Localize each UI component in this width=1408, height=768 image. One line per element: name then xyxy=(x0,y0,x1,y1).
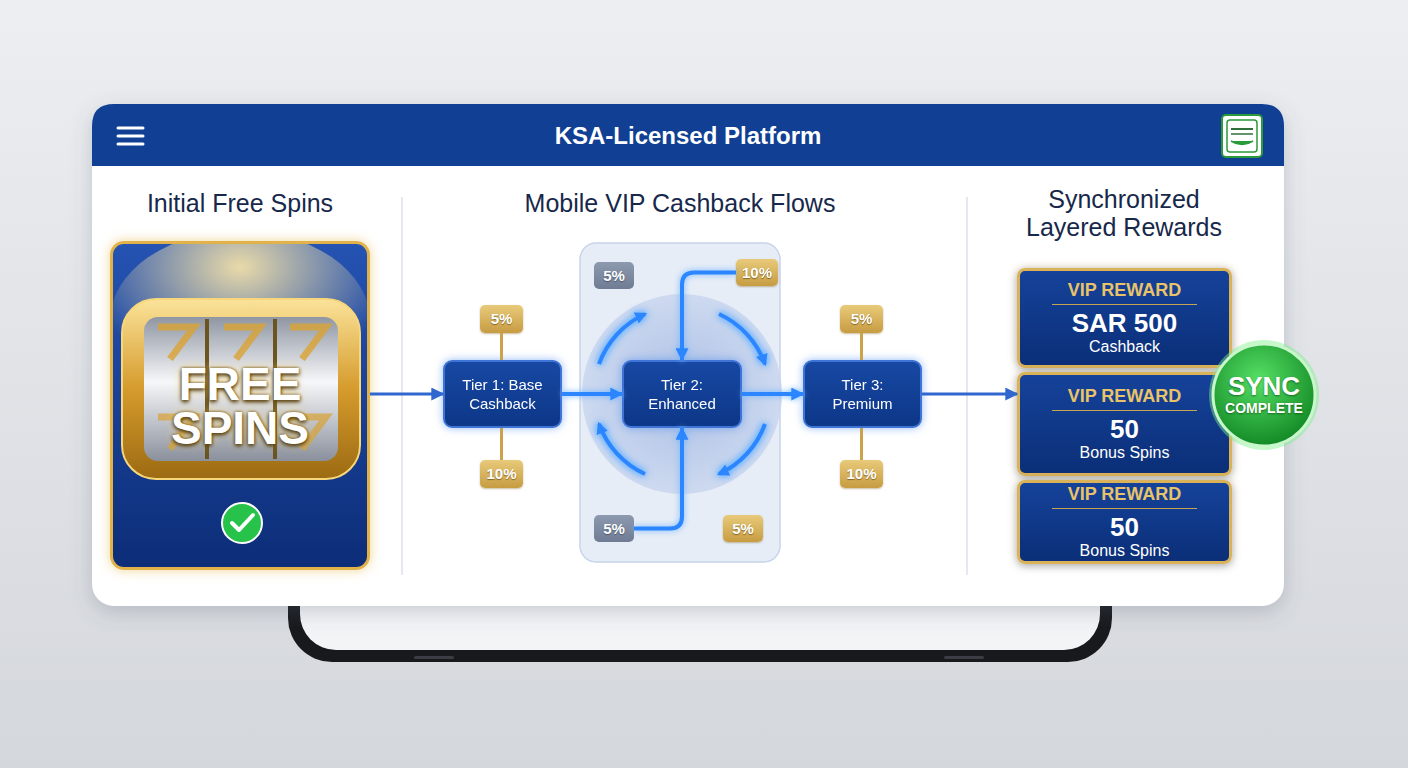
node-text: Tier 2: Enhanced xyxy=(630,375,734,413)
reward-subtitle: Bonus Spins xyxy=(1080,541,1170,560)
flow-arrow xyxy=(922,393,1017,396)
reward-heading: VIP REWARD xyxy=(1052,484,1198,509)
flow-hub xyxy=(582,294,782,494)
tier-box: Tier 2: Enhanced xyxy=(622,360,742,428)
node-text: 5% xyxy=(851,310,873,328)
percent-tag: 5% xyxy=(840,305,883,333)
app-card xyxy=(92,104,1284,606)
node-text: FREE SPINS xyxy=(140,362,340,450)
menu-icon xyxy=(118,128,143,144)
tier-box: Tier 1: Base Cashback xyxy=(443,360,562,428)
reward-heading: VIP REWARD xyxy=(1052,280,1198,305)
reward-card: VIP REWARD 50Bonus Spins xyxy=(1017,372,1232,476)
tag-stem xyxy=(500,333,503,360)
percent-tag: 10% xyxy=(840,460,883,488)
percent-tag: 10% xyxy=(736,259,778,286)
reward-subtitle: Bonus Spins xyxy=(1080,443,1170,462)
node-text: 5% xyxy=(603,520,625,538)
node-text: 10% xyxy=(486,465,516,483)
tag-stem xyxy=(860,333,863,360)
column-divider xyxy=(966,197,968,575)
node-text: 10% xyxy=(742,264,772,282)
flow-arrow xyxy=(370,393,443,396)
sync-badge: SYNCCOMPLETE xyxy=(1208,339,1320,451)
column-heading: Mobile VIP Cashback Flows xyxy=(470,189,890,217)
flow-arrow xyxy=(742,392,803,396)
column-heading: Synchronized Layered Rewards xyxy=(1004,185,1244,241)
percent-tag: 5% xyxy=(480,305,523,333)
node-text: Tier 1: Base Cashback xyxy=(451,375,554,413)
flow-arrow xyxy=(634,428,682,529)
percent-tag: 10% xyxy=(480,460,523,488)
header-bar xyxy=(92,104,1284,166)
node-text: 5% xyxy=(491,310,513,328)
node-text: COMPLETE xyxy=(1225,400,1303,417)
percent-tag: 5% xyxy=(723,515,763,542)
phone-button xyxy=(944,656,984,659)
reward-value: 50 xyxy=(1110,513,1139,541)
node-text: 5% xyxy=(603,267,625,285)
node-text: 10% xyxy=(846,465,876,483)
column-divider xyxy=(401,197,403,575)
reward-value: 50 xyxy=(1110,415,1139,443)
node-text: 5% xyxy=(732,520,754,538)
free-spins-card: FREE SPINS xyxy=(110,241,370,570)
reward-card: VIP REWARD SAR 500Cashback xyxy=(1017,268,1232,368)
flow-arrow xyxy=(562,392,622,396)
flow-arrow xyxy=(682,273,736,361)
page-title: KSA-Licensed Platform xyxy=(92,121,1284,151)
cycle-arrows xyxy=(599,314,765,474)
column-heading: Initial Free Spins xyxy=(110,189,370,217)
reward-card: VIP REWARD 50Bonus Spins xyxy=(1017,480,1232,564)
percent-tag: 5% xyxy=(594,262,634,289)
reward-subtitle: Cashback xyxy=(1089,337,1160,356)
tag-stem xyxy=(500,428,503,460)
reward-value: SAR 500 xyxy=(1072,309,1178,337)
tag-stem xyxy=(860,428,863,460)
phone-button xyxy=(414,656,454,659)
tier-box: Tier 3: Premium xyxy=(803,360,922,428)
node-text: SYNC xyxy=(1228,373,1300,400)
license-badge xyxy=(1222,115,1262,157)
reward-heading: VIP REWARD xyxy=(1052,386,1198,411)
percent-tag: 5% xyxy=(594,515,634,542)
node-text: Tier 3: Premium xyxy=(811,375,914,413)
